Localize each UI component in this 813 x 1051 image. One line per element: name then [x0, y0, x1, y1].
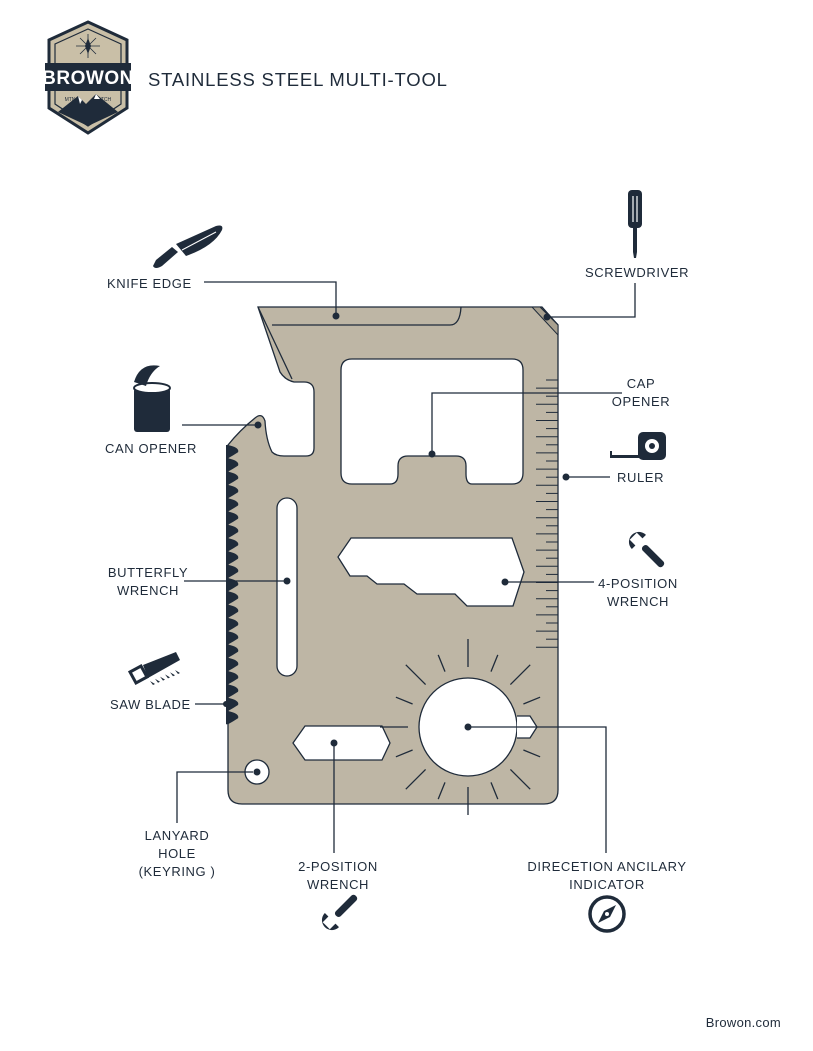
- brand-sub-right: TCH: [101, 97, 112, 103]
- tape-measure-icon: [610, 432, 666, 460]
- wrench-icon: [628, 531, 665, 568]
- saw-icon: [127, 652, 180, 686]
- brand-name: BROWON: [42, 68, 134, 89]
- label-can-opener: CAN OPENER: [105, 441, 197, 456]
- browon-badge-logo: BROWON MTN TCH: [42, 20, 134, 135]
- label-cap-opener-1: CAP: [627, 376, 656, 391]
- label-butterfly-1: BUTTERFLY: [108, 565, 188, 580]
- label-4pos-wrench-1: 4-POSITION: [598, 576, 678, 591]
- label-direction-2: INDICATOR: [569, 877, 645, 892]
- label-knife-edge: KNIFE EDGE: [107, 276, 192, 291]
- wrench-icon: [321, 894, 358, 931]
- screwdriver-icon: [628, 190, 642, 258]
- label-saw-blade: SAW BLADE: [110, 697, 191, 712]
- label-4pos-wrench-2: WRENCH: [607, 594, 669, 609]
- label-2pos-wrench-1: 2-POSITION: [298, 859, 378, 874]
- label-screwdriver: SCREWDRIVER: [585, 265, 689, 280]
- label-lanyard-2: HOLE: [158, 846, 196, 861]
- multitool-card: [226, 306, 559, 815]
- compass-icon: [588, 895, 626, 933]
- knife-icon: [153, 225, 223, 268]
- footer-link[interactable]: Browon.com: [706, 1015, 781, 1030]
- can-icon: [133, 365, 171, 432]
- page-title: STAINLESS STEEL MULTI-TOOL: [148, 69, 448, 90]
- label-lanyard-1: LANYARD: [145, 828, 210, 843]
- leader-lines: [176, 281, 636, 853]
- label-direction-1: DIRECETION ANCILARY: [527, 859, 686, 874]
- label-butterfly-2: WRENCH: [117, 583, 179, 598]
- label-cap-opener-2: OPENER: [612, 394, 671, 409]
- label-ruler: RULER: [617, 470, 664, 485]
- brand-sub-left: MTN: [65, 97, 76, 103]
- label-lanyard-3: (KEYRING ): [139, 864, 216, 879]
- label-2pos-wrench-2: WRENCH: [307, 877, 369, 892]
